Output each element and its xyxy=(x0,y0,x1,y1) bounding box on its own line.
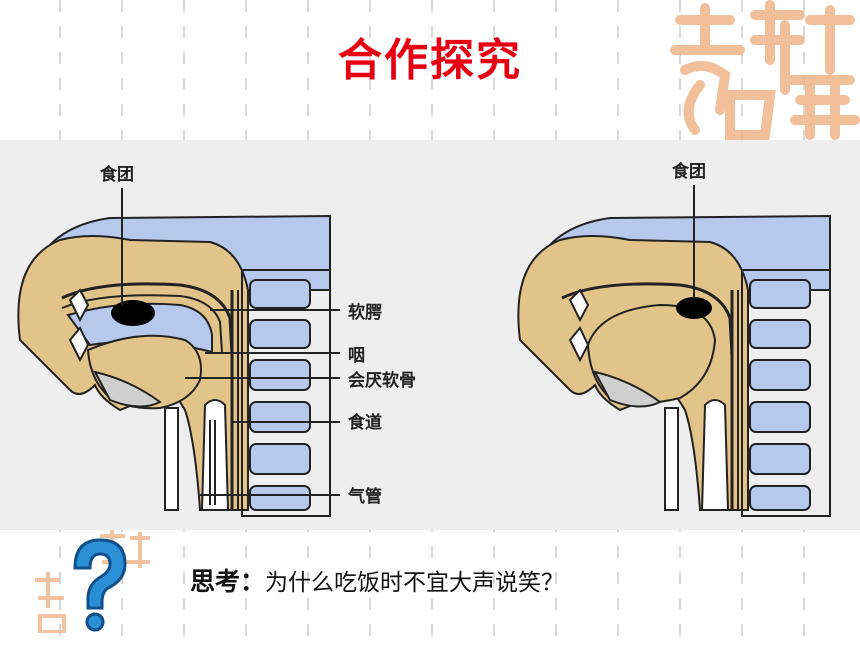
label-soft-palate: 软腭 xyxy=(348,303,382,323)
left-bolus-shape xyxy=(111,300,155,326)
question-mark-icon xyxy=(35,530,150,633)
label-trachea: 气管 xyxy=(348,487,382,507)
right-bolus-shape xyxy=(676,297,712,319)
question-prefix: 思考： xyxy=(190,567,266,596)
question-text: 为什么吃饭时不宜大声说笑？ xyxy=(265,570,565,596)
label-bolus-left: 食团 xyxy=(100,165,134,185)
right-head-cross-section xyxy=(517,185,831,517)
swallowing-diagram-panel xyxy=(0,140,860,530)
decorative-stamp-logo xyxy=(670,0,860,140)
left-head-cross-section xyxy=(17,188,340,517)
label-pharynx: 咽 xyxy=(348,346,365,366)
label-esophagus: 食道 xyxy=(348,413,382,433)
label-epiglottis: 会厌软骨 xyxy=(348,371,416,391)
label-bolus-right: 食团 xyxy=(672,162,706,182)
discussion-question: 思考：为什么吃饭时不宜大声说笑？ xyxy=(190,562,564,598)
slide-title: 合作探究 xyxy=(338,35,522,86)
